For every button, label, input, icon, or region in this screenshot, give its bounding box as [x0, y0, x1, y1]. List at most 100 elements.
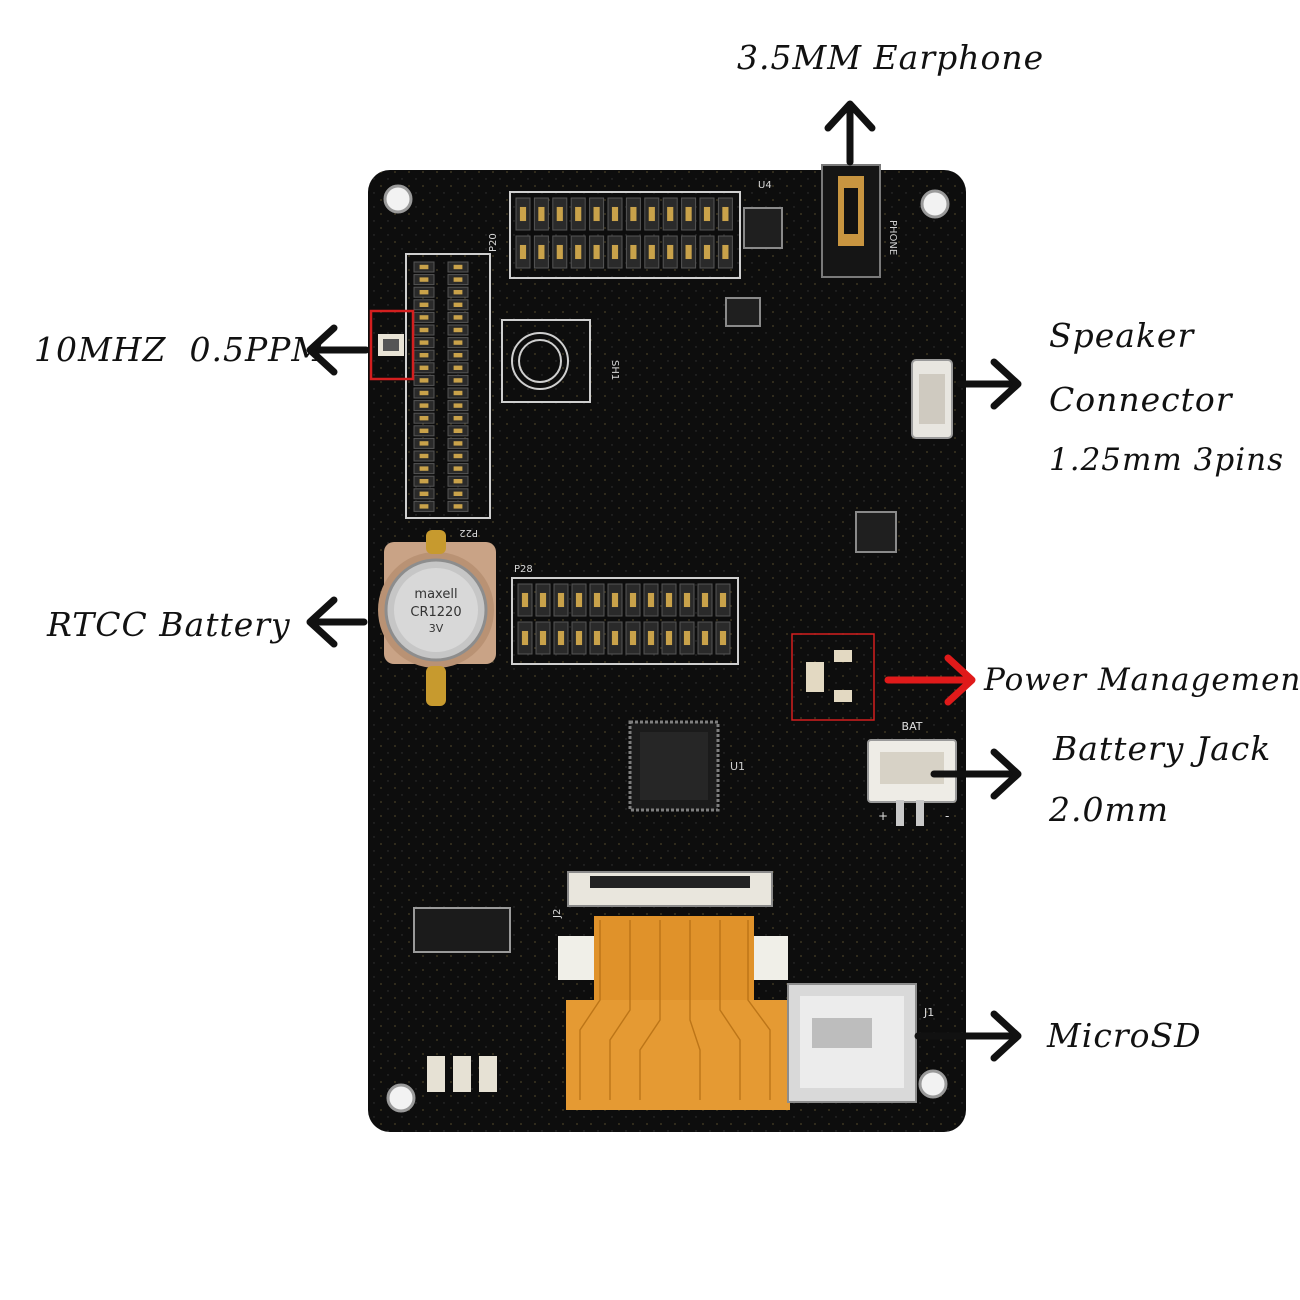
label-rtcc: RTCC Battery — [47, 605, 291, 644]
main-chip-u1: U1 — [628, 720, 745, 812]
header-pin-pad — [557, 592, 565, 608]
small-chips — [725, 207, 897, 553]
header-pin-pad — [701, 630, 709, 646]
header-pin-pad — [453, 302, 463, 307]
header-pin-pad — [453, 403, 463, 408]
header-pin-pad — [419, 428, 429, 433]
header-pin-pad — [453, 277, 463, 282]
mounting-holes — [383, 184, 950, 1113]
header-pin-pad — [667, 244, 674, 260]
header-pin-pad — [521, 630, 529, 646]
svg-text:BAT: BAT — [902, 720, 923, 733]
header-pin-pad — [419, 491, 429, 496]
header-pin-pad — [419, 390, 429, 396]
header-pin-pad — [453, 479, 463, 484]
arrow-crystal — [306, 324, 370, 376]
arrow-battery — [930, 748, 1022, 800]
header-pin-pad — [722, 206, 729, 222]
arrow-rtcc — [306, 596, 368, 648]
header-pin-pad — [667, 206, 674, 222]
svg-text:U1: U1 — [730, 760, 745, 773]
label-earphone: 3.5MM Earphone — [737, 38, 1045, 77]
svg-text:P22: P22 — [459, 527, 478, 538]
flex-cable — [558, 871, 790, 1110]
header-pin-pad — [453, 453, 463, 459]
header-pin-pad — [419, 365, 429, 370]
header-pin-pad — [453, 441, 463, 446]
header-pin-pad — [453, 264, 463, 270]
lower-left-ic — [413, 907, 511, 953]
svg-text:SH1: SH1 — [609, 360, 620, 380]
header-pin-pad — [419, 327, 429, 333]
microsd-slot-component: J1 — [787, 983, 934, 1103]
svg-text:-: - — [945, 809, 949, 823]
header-pin-pad — [665, 592, 673, 608]
header-p20 — [509, 191, 741, 279]
header-pin-pad — [647, 630, 655, 646]
header-pin-pad — [538, 206, 545, 222]
header-pin-pad — [453, 315, 463, 320]
header-pin-pad — [556, 206, 563, 222]
header-pin-pad — [629, 630, 637, 646]
header-pin-pad — [630, 206, 637, 222]
header-pin-pad — [419, 504, 429, 509]
header-pin-pad — [539, 630, 547, 646]
label-speaker-line3: 1.25mm 3pins — [1049, 442, 1285, 478]
header-pin-pad — [519, 244, 527, 260]
header-pin-pad — [453, 378, 463, 383]
header-pin-pad — [665, 630, 673, 646]
svg-text:maxell: maxell — [414, 587, 457, 602]
header-pin-pad — [557, 630, 565, 646]
header-pin-pad — [630, 244, 637, 260]
header-pin-pad — [419, 340, 429, 345]
arrow-power — [884, 654, 976, 706]
header-pin-pad — [453, 290, 463, 295]
header-p22 — [405, 253, 491, 519]
header-pin-pad — [556, 244, 563, 260]
header-pin-pad — [419, 453, 429, 459]
svg-text:+: + — [878, 809, 888, 823]
coin-cell-battery: maxell CR1220 3V — [378, 530, 496, 706]
header-pin-pad — [593, 592, 601, 608]
crystal-component — [369, 309, 415, 381]
header-pin-pad — [538, 244, 545, 260]
header-pin-pad — [685, 206, 692, 222]
power-management-component — [791, 633, 875, 721]
header-pin-pad — [453, 390, 463, 396]
sh1-outline — [501, 319, 591, 403]
header-pin-pad — [419, 277, 429, 282]
arrow-microsd — [914, 1010, 1022, 1062]
header-pin-pad — [521, 592, 529, 608]
header-pin-pad — [719, 630, 727, 646]
header-pin-pad — [419, 353, 429, 358]
header-pin-pad — [611, 630, 619, 646]
svg-text:U4: U4 — [758, 180, 772, 191]
header-pin-pad — [701, 592, 709, 608]
header-pin-pad — [611, 244, 619, 260]
svg-text:PHONE: PHONE — [887, 220, 898, 255]
header-pin-pad — [683, 630, 691, 646]
header-pin-pad — [593, 206, 600, 222]
header-pin-pad — [539, 592, 547, 608]
header-pin-pad — [611, 206, 619, 222]
header-pin-pad — [453, 428, 463, 433]
battery-jack-component: BAT + - — [867, 720, 957, 826]
header-pin-pad — [685, 244, 692, 260]
header-pin-pad — [419, 479, 429, 484]
header-pin-pad — [703, 244, 711, 260]
header-pin-pad — [519, 206, 527, 222]
label-battery-line1: Battery Jack — [1053, 729, 1272, 768]
header-pin-pad — [629, 592, 637, 608]
header-pin-pad — [419, 378, 429, 383]
header-pin-pad — [575, 630, 583, 646]
header-pin-pad — [419, 441, 429, 446]
svg-text:P20: P20 — [488, 233, 499, 252]
arrow-earphone — [824, 100, 876, 166]
header-pin-pad — [647, 592, 655, 608]
header-p28 — [511, 577, 739, 665]
header-pin-pad — [453, 416, 463, 421]
header-pin-pad — [419, 403, 429, 408]
header-pin-pad — [453, 504, 463, 509]
header-pin-pad — [648, 206, 655, 222]
header-pin-pad — [611, 592, 619, 608]
